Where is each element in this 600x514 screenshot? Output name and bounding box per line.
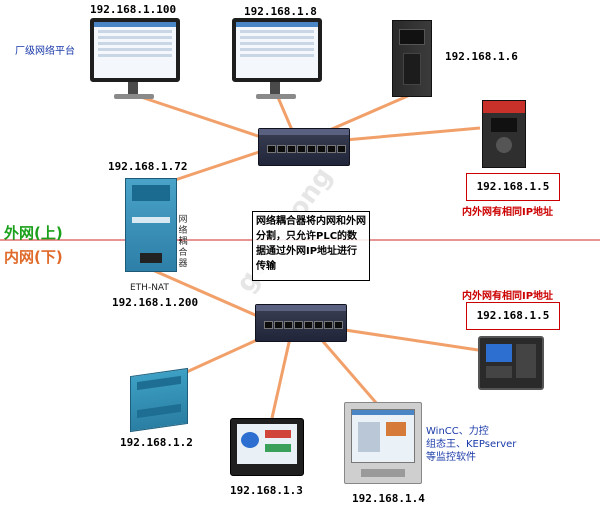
monitor-pc4 — [344, 402, 422, 484]
wire-hmi3-lowerswitch — [270, 337, 292, 419]
hmi-panel-right — [478, 336, 544, 390]
wincc-label: WinCC、力控 组态王、KEPserver 等监控软件 — [426, 425, 516, 464]
upper-switch — [258, 128, 350, 166]
wire-coupler-lowerswitch — [147, 266, 263, 320]
plc-module — [130, 367, 188, 433]
coupler-vertical-label: 网络耦合器 — [178, 215, 188, 269]
ip-coupler200: 192.168.1.200 — [112, 296, 199, 309]
ip-pc8: 192.168.1.8 — [244, 5, 317, 18]
hmi-touch-panel — [230, 418, 304, 476]
wire-pc100-switch — [134, 93, 271, 142]
lower-switch — [255, 304, 347, 342]
zone-outer-label: 外网(上) — [4, 224, 63, 242]
wire-coupler-switch — [159, 148, 266, 187]
ip-box-hmi5: 192.168.1.5 — [466, 302, 560, 330]
vfd-drive — [482, 100, 526, 168]
wire-hmi-lowerswitch — [344, 328, 479, 352]
ip-box-vfd5: 192.168.1.5 — [466, 173, 560, 201]
ip-pc4: 192.168.1.4 — [352, 492, 425, 505]
eth-nat-label: ETH-NAT — [130, 283, 169, 293]
ip-hmi3: 192.168.1.3 — [230, 484, 303, 497]
coupler-note: 网络耦合器将内网和外网分割，只允许PLC的数据通过外网IP地址进行传输 — [252, 211, 370, 281]
wire-servo-switch — [324, 93, 411, 134]
ip-coupler72: 192.168.1.72 — [108, 160, 188, 173]
wire-vfd-switch — [344, 126, 481, 142]
network-coupler — [125, 178, 177, 272]
platform-label: 厂级网络平台 — [15, 46, 75, 57]
monitor-pc100 — [90, 18, 180, 102]
wincc-line-3: 等监控软件 — [426, 452, 476, 463]
ip-plc2: 192.168.1.2 — [120, 436, 193, 449]
wire-pc4-lowerswitch — [318, 337, 380, 406]
monitor-pc8 — [232, 18, 322, 102]
wincc-line-2: 组态王、KEPserver — [426, 439, 517, 450]
same-ip-upper: 内外网有相同IP地址 — [462, 207, 554, 218]
zone-inner-label: 内网(下) — [4, 248, 63, 266]
same-ip-lower: 内外网有相同IP地址 — [462, 291, 554, 302]
ip-pc100: 192.168.1.100 — [90, 3, 177, 16]
wire-plc-lowerswitch — [179, 333, 269, 377]
ip-servo6: 192.168.1.6 — [445, 50, 518, 63]
wire-pc8-switch — [275, 94, 294, 131]
servo-drive — [392, 20, 432, 97]
wincc-line-1: WinCC、力控 — [426, 426, 489, 437]
